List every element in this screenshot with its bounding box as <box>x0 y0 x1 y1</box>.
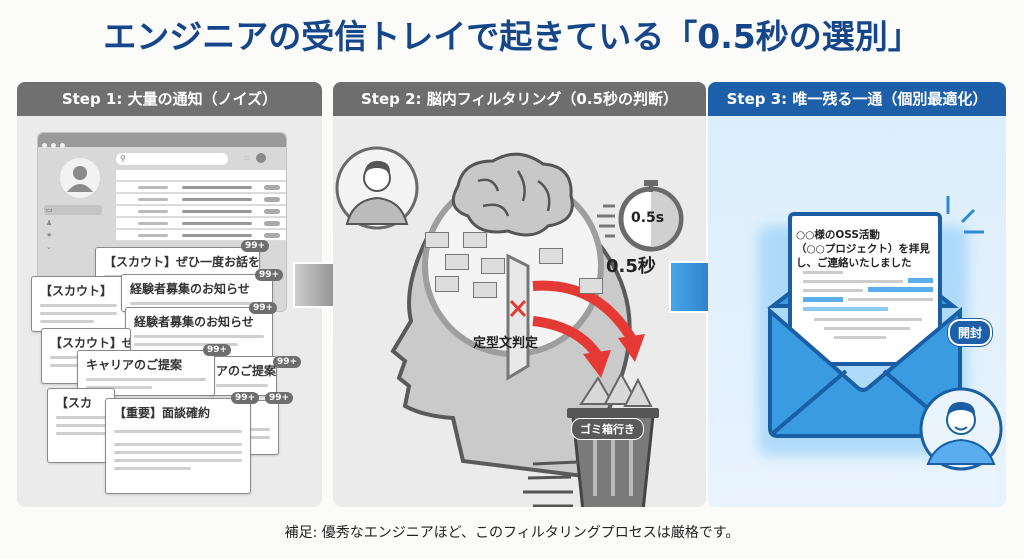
user-avatar-icon <box>60 158 100 198</box>
mail-envelope-icon <box>445 254 469 270</box>
search-icon: ⚲ <box>120 154 126 163</box>
mail-envelope-icon <box>579 278 603 294</box>
card-subject: 【スカウト】ぜひ一度お話を <box>104 255 260 269</box>
window-titlebar <box>38 133 286 148</box>
notification-card[interactable]: 【重要】面談確約 <box>105 398 251 494</box>
step1-header: Step 1: 大量の通知（ノイズ） <box>17 82 322 116</box>
apps-grid-icon[interactable]: ⁙ <box>243 154 250 163</box>
card-subject: アのご提案 <box>216 364 277 378</box>
inbox-icon: ▭ <box>46 206 53 214</box>
search-input[interactable]: ⚲ <box>116 153 228 165</box>
mail-row[interactable] <box>116 194 286 205</box>
card-subject: 【重要】面談確約 <box>114 406 211 420</box>
mail-envelope-icon <box>481 258 505 274</box>
count-badge: 99+ <box>241 240 270 252</box>
inbox-window: ▭ ♟ ★ ⌄ ⚲ ⁙ <box>37 132 287 312</box>
step2-header: Step 2: 脳内フィルタリング（0.5秒の判断） <box>333 82 706 116</box>
step3-header: Step 3: 唯一残る一通（個別最適化） <box>708 82 1006 116</box>
page-title: エンジニアの受信トレイで起きている「0.5秒の選別」 <box>103 17 921 56</box>
count-badge: 99+ <box>255 269 284 281</box>
window-dot <box>42 143 47 148</box>
mail-envelope-icon <box>425 232 449 248</box>
count-badge: 99+ <box>203 344 232 356</box>
mail-envelope-icon <box>463 232 487 248</box>
time-label: 0.5秒 <box>606 256 656 277</box>
filter-label: 定型文判定 <box>473 336 539 351</box>
window-dot <box>51 143 56 148</box>
count-badge: 99+ <box>249 302 278 314</box>
letter-line: （○○プロジェクト）を拝見 <box>796 243 930 255</box>
card-subject: 【スカウト】 <box>40 284 113 298</box>
notification-card[interactable]: 経験者募集のお知らせ <box>125 307 273 365</box>
sidebar-item-inbox[interactable] <box>44 205 102 215</box>
mail-envelope-icon <box>435 276 459 292</box>
trash-label: ゴミ箱行き <box>571 418 644 440</box>
star-icon: ★ <box>46 231 53 239</box>
card-subject: 【スカウト】ぜ <box>50 336 131 350</box>
mail-row[interactable] <box>116 182 286 193</box>
mail-envelope-icon <box>473 282 497 298</box>
step2-panel: Step 2: 脳内フィルタリング（0.5秒の判断） <box>333 82 706 507</box>
footnote: 補足: 優秀なエンジニアほど、このフィルタリングプロセスは厳格です。 <box>284 525 740 541</box>
card-subject: キャリアのご提案 <box>86 358 183 372</box>
card-subject: 【スカ <box>56 396 93 410</box>
card-subject: 経験者募集のお知らせ <box>134 315 254 329</box>
card-subject: 経験者募集のお知らせ <box>130 282 250 296</box>
count-badge: 99+ <box>265 392 294 404</box>
chevron-down-icon: ⌄ <box>46 243 52 251</box>
mail-row[interactable] <box>116 206 286 217</box>
mail-envelope-icon <box>539 248 563 264</box>
mail-list-header <box>116 170 286 181</box>
mail-row[interactable] <box>116 218 286 229</box>
window-dot <box>60 143 65 148</box>
timer-value: 0.5s <box>631 210 665 226</box>
count-badge: 99+ <box>231 392 260 404</box>
filter-illustration <box>335 146 684 507</box>
open-envelope-icon <box>758 196 1003 471</box>
notification-card[interactable]: 経験者募集のお知らせ <box>121 274 273 312</box>
account-avatar-icon[interactable] <box>256 153 266 163</box>
person-icon: ♟ <box>46 219 53 227</box>
notification-card[interactable]: 【スカ <box>47 388 115 463</box>
letter-text: ○○様のOSS活動 （○○プロジェクト）を拝見 し、ご連絡いたしました <box>796 228 930 270</box>
notification-card[interactable]: アのご提案 <box>207 356 277 396</box>
notification-card[interactable]: 【スカウト】 <box>31 276 126 332</box>
step1-panel: Step 1: 大量の通知（ノイズ） ▭ ♟ ★ ⌄ ⚲ ⁙ 【スカウト】ぜひ一… <box>17 82 322 507</box>
count-badge: 99+ <box>273 356 302 368</box>
mail-row[interactable] <box>116 230 286 241</box>
letter-line: し、ご連絡いたしました <box>796 257 912 269</box>
opened-badge: 開封 <box>948 319 993 346</box>
letter-line: ○○様のOSS活動 <box>796 229 880 241</box>
step3-panel: Step 3: 唯一残る一通（個別最適化） ○○様のOSS活動 （○○プロジェク… <box>708 82 1006 507</box>
